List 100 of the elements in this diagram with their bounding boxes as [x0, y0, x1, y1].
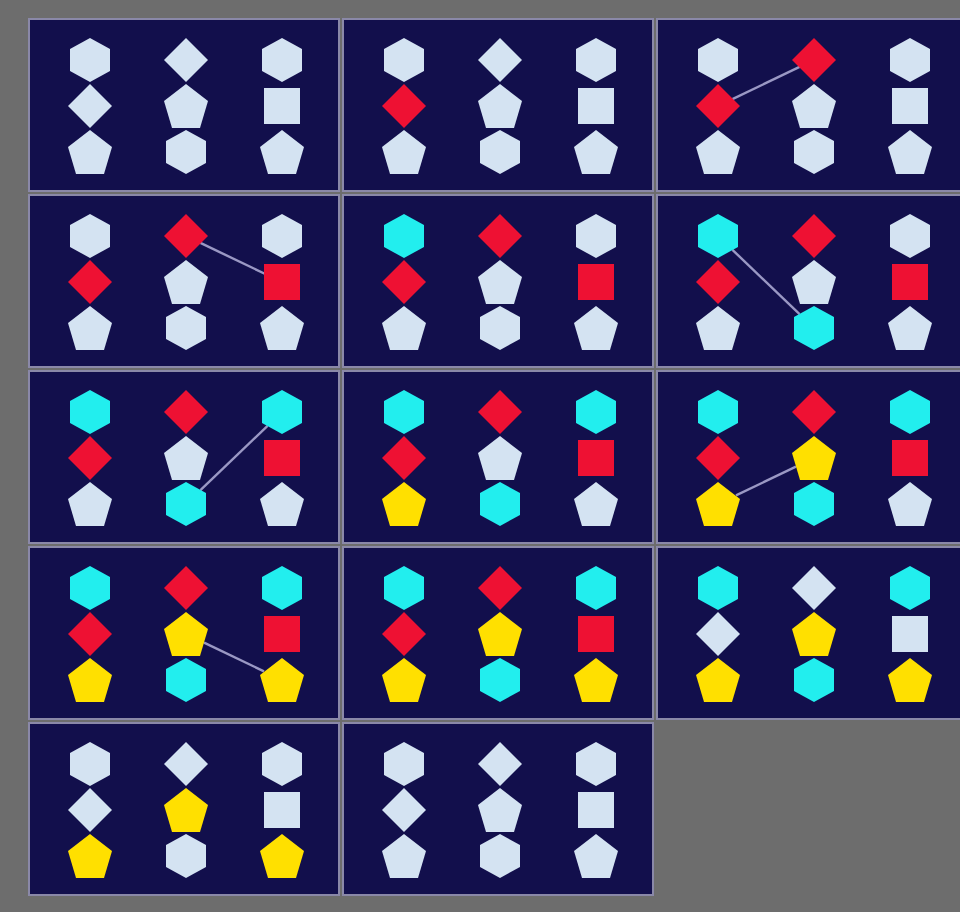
pentagon-token: [572, 832, 620, 880]
hexagon-token: [162, 832, 210, 880]
diamond-token: [476, 740, 524, 788]
hexagon-token: [476, 832, 524, 880]
hexagon-token: [886, 212, 934, 260]
pentagon-token: [380, 128, 428, 176]
hexagon-token: [790, 656, 838, 704]
hexagon-token: [790, 128, 838, 176]
diamond-token: [790, 564, 838, 612]
diamond-token: [694, 610, 742, 658]
pentagon-token: [162, 82, 210, 130]
diamond-token: [162, 564, 210, 612]
pentagon-token: [66, 656, 114, 704]
square-token: [572, 258, 620, 306]
square-token: [258, 82, 306, 130]
hexagon-token: [258, 740, 306, 788]
hexagon-token: [476, 480, 524, 528]
hexagon-token: [572, 388, 620, 436]
connector-line: [203, 641, 265, 673]
pentagon-token: [886, 128, 934, 176]
hexagon-token: [886, 564, 934, 612]
pentagon-token: [66, 480, 114, 528]
hexagon-token: [258, 36, 306, 84]
square-token: [572, 610, 620, 658]
diamond-token: [66, 82, 114, 130]
pentagon-token: [476, 786, 524, 834]
diamond-token: [162, 388, 210, 436]
connector-line: [731, 65, 801, 101]
hexagon-token: [790, 480, 838, 528]
square-token: [572, 786, 620, 834]
square-token: [258, 434, 306, 482]
hexagon-token: [66, 388, 114, 436]
hexagon-token: [66, 740, 114, 788]
pentagon-token: [476, 434, 524, 482]
diamond-token: [694, 434, 742, 482]
hexagon-token: [66, 564, 114, 612]
diamond-token: [380, 786, 428, 834]
hexagon-token: [162, 128, 210, 176]
hexagon-token: [66, 212, 114, 260]
pentagon-token: [694, 304, 742, 352]
pentagon-token: [790, 258, 838, 306]
hexagon-token: [380, 36, 428, 84]
pentagon-token: [66, 128, 114, 176]
square-token: [886, 610, 934, 658]
hexagon-token: [886, 36, 934, 84]
diamond-token: [476, 388, 524, 436]
hexagon-token: [258, 388, 306, 436]
square-token: [258, 786, 306, 834]
pentagon-token: [162, 258, 210, 306]
pentagon-token: [886, 480, 934, 528]
pentagon-token: [790, 434, 838, 482]
hexagon-token: [476, 304, 524, 352]
diamond-token: [380, 434, 428, 482]
pentagon-token: [476, 82, 524, 130]
pentagon-token: [258, 656, 306, 704]
pentagon-token: [476, 610, 524, 658]
pentagon-token: [886, 304, 934, 352]
square-token: [572, 434, 620, 482]
hexagon-token: [694, 564, 742, 612]
hexagon-token: [476, 128, 524, 176]
pentagon-token: [258, 480, 306, 528]
connector-line: [731, 248, 801, 316]
diamond-token: [790, 36, 838, 84]
pentagon-token: [694, 128, 742, 176]
hexagon-token: [162, 480, 210, 528]
diamond-token: [694, 258, 742, 306]
pentagon-token: [886, 656, 934, 704]
diamond-token: [162, 212, 210, 260]
hexagon-token: [694, 388, 742, 436]
pentagon-token: [258, 128, 306, 176]
pentagon-token: [572, 480, 620, 528]
hexagon-token: [476, 656, 524, 704]
hexagon-token: [380, 388, 428, 436]
hexagon-token: [694, 212, 742, 260]
square-token: [886, 434, 934, 482]
pentagon-token: [790, 610, 838, 658]
pentagon-token: [66, 832, 114, 880]
diamond-token: [66, 610, 114, 658]
hexagon-token: [572, 212, 620, 260]
diamond-token: [66, 786, 114, 834]
diamond-token: [380, 610, 428, 658]
pentagon-token: [380, 656, 428, 704]
pentagon-token: [380, 832, 428, 880]
hexagon-token: [380, 740, 428, 788]
diamond-token: [476, 212, 524, 260]
connector-line: [199, 241, 267, 276]
pentagon-token: [572, 128, 620, 176]
pentagon-token: [258, 832, 306, 880]
diamond-token: [162, 740, 210, 788]
diamond-token: [380, 258, 428, 306]
square-token: [572, 82, 620, 130]
hexagon-token: [258, 564, 306, 612]
hexagon-token: [790, 304, 838, 352]
diamond-token: [66, 434, 114, 482]
diamond-token: [476, 564, 524, 612]
hexagon-token: [162, 304, 210, 352]
hexagon-token: [380, 212, 428, 260]
pentagon-token: [380, 480, 428, 528]
hexagon-token: [572, 564, 620, 612]
hexagon-token: [258, 212, 306, 260]
